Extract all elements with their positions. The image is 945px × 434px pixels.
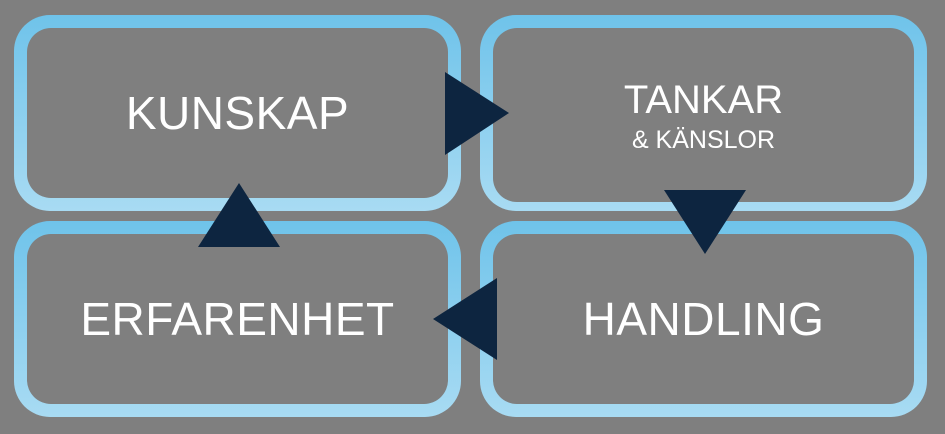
- label-tankar: TANKAR: [623, 78, 784, 122]
- box-erfarenhet: ERFARENHET: [14, 221, 461, 417]
- label-kunskap: KUNSKAP: [125, 87, 350, 139]
- label-erfarenhet: ERFARENHET: [80, 293, 395, 345]
- label-kanslor: & KÄNSLOR: [631, 126, 776, 154]
- box-tankar-kanslor: TANKAR & KÄNSLOR: [480, 15, 927, 211]
- box-kunskap: KUNSKAP: [14, 15, 461, 211]
- label-handling: HANDLING: [582, 293, 825, 345]
- box-handling: HANDLING: [480, 221, 927, 417]
- arrow-up-icon: [198, 183, 280, 247]
- arrow-right-icon: [445, 72, 509, 155]
- arrow-down-icon: [664, 190, 746, 254]
- arrow-left-icon: [433, 278, 497, 360]
